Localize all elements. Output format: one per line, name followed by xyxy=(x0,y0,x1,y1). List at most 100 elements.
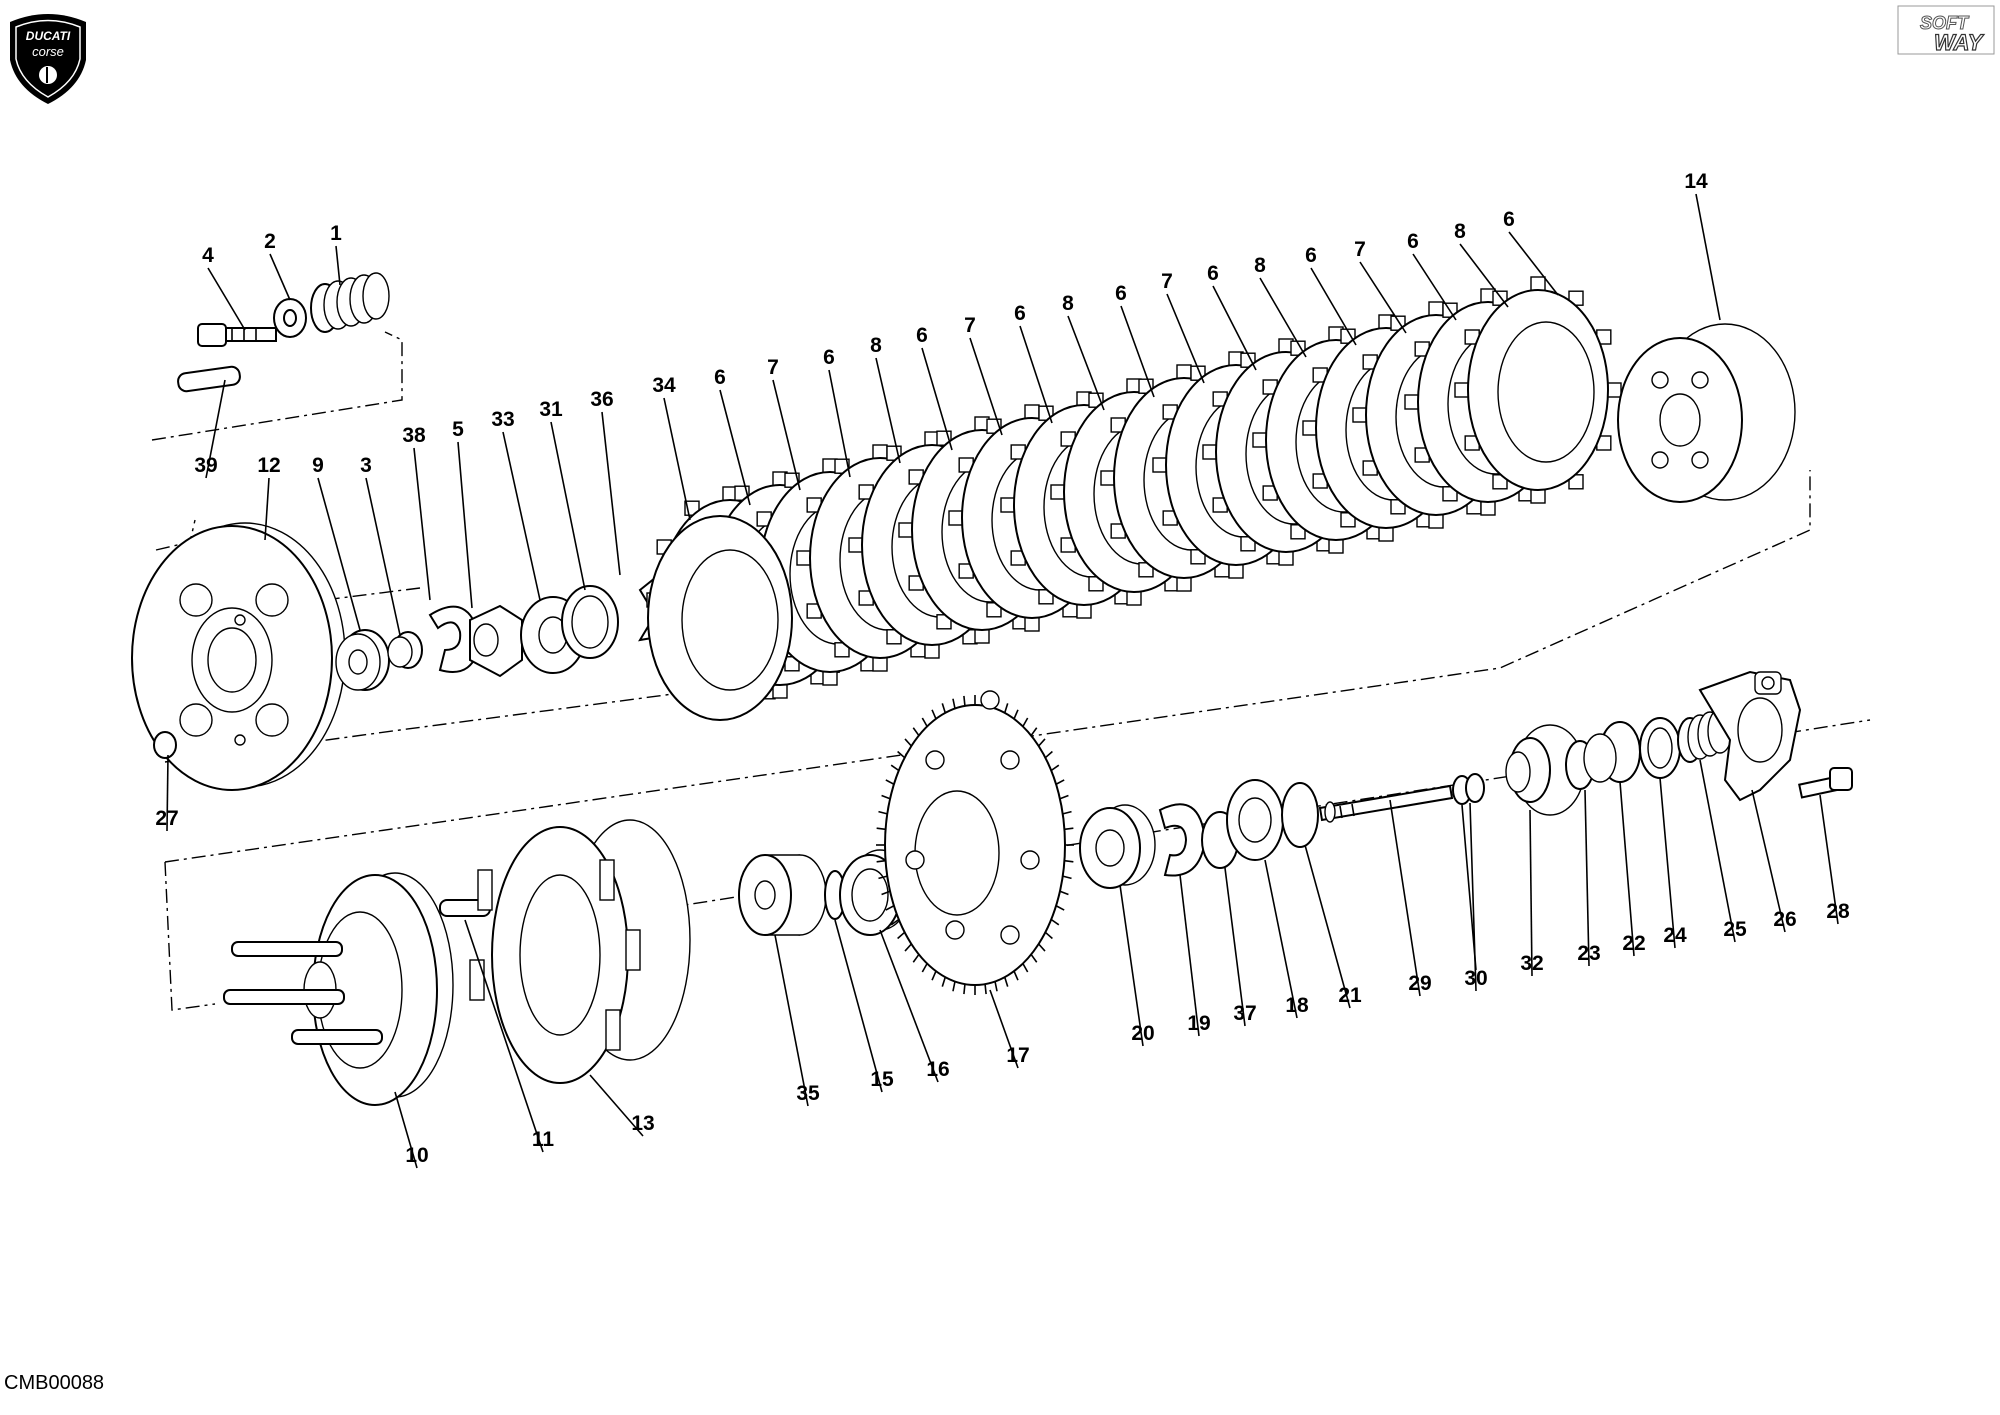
leader-line xyxy=(1019,325,1053,424)
plate-callout-6: 6 xyxy=(1503,208,1515,231)
callout-20: 20 xyxy=(1131,1022,1154,1045)
clutch-drum-13 xyxy=(469,819,691,1084)
lock-washer-38 xyxy=(428,605,482,673)
callout-33: 33 xyxy=(491,408,514,431)
callout-23: 23 xyxy=(1577,942,1600,965)
bearing-18 xyxy=(1226,779,1284,861)
leader-line xyxy=(1584,789,1590,967)
screw-28 xyxy=(1798,767,1853,799)
leader-line xyxy=(1310,267,1357,346)
callout-2: 2 xyxy=(264,230,276,253)
leader-line xyxy=(1699,759,1736,943)
pressure-plate-12 xyxy=(131,522,346,791)
leader-line xyxy=(834,919,883,1093)
callout-15: 15 xyxy=(870,1068,894,1091)
leader-line xyxy=(1459,243,1509,308)
bushing-3 xyxy=(387,631,423,669)
leader-line xyxy=(1508,231,1559,296)
callout-11: 11 xyxy=(532,1128,555,1151)
leader-line xyxy=(1067,315,1105,411)
leader-line xyxy=(875,357,901,464)
callout-37: 37 xyxy=(1233,1002,1256,1025)
leader-line xyxy=(589,1074,644,1137)
nut-5 xyxy=(469,604,523,678)
plate-callout-6: 6 xyxy=(714,366,726,389)
leader-line xyxy=(1529,809,1533,977)
callout-17: 17 xyxy=(1006,1044,1029,1067)
o-ring-30b xyxy=(1465,773,1485,803)
leader-line xyxy=(205,379,226,479)
drawing-code: CMB00088 xyxy=(4,1372,105,1394)
plate-callout-7: 7 xyxy=(1354,238,1366,261)
plate-callout-6: 6 xyxy=(916,324,928,347)
callout-10: 10 xyxy=(405,1144,428,1167)
spacer-35 xyxy=(738,854,827,936)
plate-callout-7: 7 xyxy=(964,314,976,337)
callout-9: 9 xyxy=(312,454,324,477)
clutch-plate xyxy=(1454,276,1622,504)
bearing-9 xyxy=(335,629,390,691)
leader-line xyxy=(772,379,801,491)
plate-callout-6: 6 xyxy=(1207,262,1219,285)
leader-line xyxy=(464,919,544,1153)
leader-line xyxy=(413,447,431,601)
plate-callout-6: 6 xyxy=(823,346,835,369)
leader-line xyxy=(457,441,473,609)
leader-line xyxy=(1751,789,1786,933)
o-ring-27 xyxy=(153,731,177,759)
callout-25: 25 xyxy=(1723,918,1747,941)
leader-line xyxy=(166,754,169,832)
callout-21: 21 xyxy=(1338,984,1362,1007)
leader-line xyxy=(1212,285,1257,371)
leader-line xyxy=(1259,277,1307,358)
leader-line xyxy=(1461,804,1477,971)
leader-line xyxy=(663,397,691,521)
ring-24 xyxy=(1639,717,1681,779)
leader-line xyxy=(1412,253,1457,321)
plate-callout-7: 7 xyxy=(1161,270,1173,293)
leader-line xyxy=(264,477,270,541)
leader-line xyxy=(1359,261,1407,334)
leader-line xyxy=(335,245,341,286)
pin-39 xyxy=(177,365,241,393)
plate-callout-6: 6 xyxy=(1014,302,1026,325)
callout-26: 26 xyxy=(1773,908,1796,931)
callout-5: 5 xyxy=(452,418,464,441)
callout-16: 16 xyxy=(926,1058,949,1081)
softway-logo: SOFT WAY xyxy=(1897,5,1995,56)
leader-line xyxy=(1819,794,1839,925)
callout-32: 32 xyxy=(1520,952,1543,975)
plate-callout-8: 8 xyxy=(1454,220,1466,243)
plate-callout-6: 6 xyxy=(1115,282,1127,305)
primary-gear-17 xyxy=(876,690,1074,995)
leader-line xyxy=(365,477,401,636)
badge-line1: DUCATI xyxy=(26,29,71,43)
leader-line xyxy=(879,929,939,1083)
callout-4: 4 xyxy=(202,244,214,267)
callout-31: 31 xyxy=(539,398,563,421)
leader-line xyxy=(394,1091,418,1169)
leader-line xyxy=(1659,777,1676,949)
leader-line xyxy=(921,347,953,451)
callout-38: 38 xyxy=(402,424,426,447)
leader-line xyxy=(1304,844,1351,1009)
ring-31 xyxy=(561,585,619,659)
leader-line xyxy=(1224,867,1246,1027)
leader-line xyxy=(207,267,246,331)
callout-1: 1 xyxy=(330,222,342,245)
leader-line xyxy=(828,369,851,478)
plate-callout-8: 8 xyxy=(1062,292,1074,315)
pressure-hub-14 xyxy=(1617,323,1796,503)
leader-line xyxy=(719,389,751,506)
piston-32 xyxy=(1505,724,1585,816)
leader-line xyxy=(1166,293,1205,384)
callout-14: 14 xyxy=(1684,170,1708,193)
leader-line xyxy=(1119,884,1144,1047)
leader-line xyxy=(502,431,541,601)
leader-line xyxy=(269,253,291,301)
callout-36: 36 xyxy=(590,388,613,411)
callout-30: 30 xyxy=(1464,967,1487,990)
plate-callout-8: 8 xyxy=(1254,254,1266,277)
